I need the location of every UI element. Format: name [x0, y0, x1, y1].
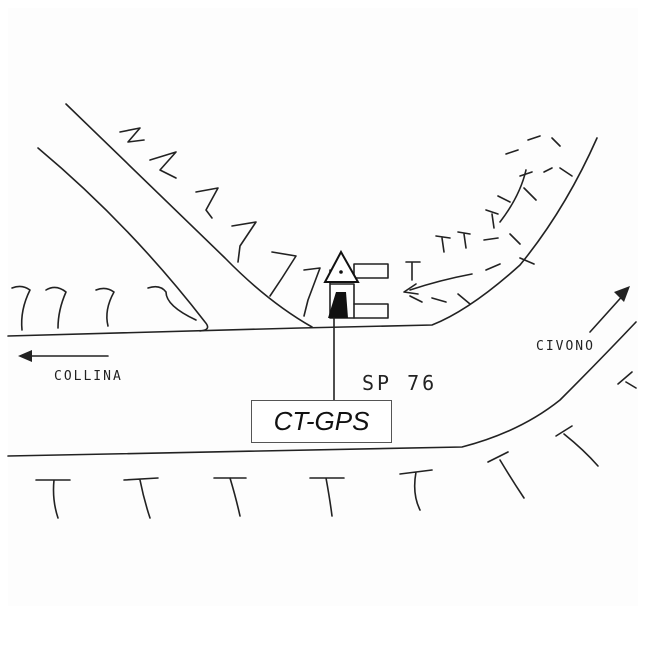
direction-label-left: COLLINA	[54, 369, 123, 384]
lower-hatch-marks	[35, 371, 637, 519]
left-hatch-marks	[11, 285, 197, 331]
road-upper-edge	[7, 137, 598, 337]
branch-hatch-marks	[119, 127, 321, 317]
station-label-box: CT-GPS	[251, 400, 392, 443]
branch-road-edge-right	[65, 103, 313, 328]
direction-label-right: CIVONO	[536, 339, 595, 354]
paper-sheet	[8, 8, 638, 606]
station-label: CT-GPS	[273, 406, 370, 436]
road-lower-edge	[7, 321, 637, 457]
arrow-left-icon	[18, 350, 109, 362]
station-building	[329, 263, 389, 319]
station-triangle-icon	[323, 249, 360, 318]
road-code-label: SP 76	[362, 371, 437, 395]
branch-road-edge-left	[37, 147, 209, 332]
access-arrowhead	[403, 283, 419, 295]
right-hatch-marks	[405, 135, 573, 305]
arrow-up-right-icon	[589, 286, 630, 333]
access-arrow	[409, 273, 473, 291]
